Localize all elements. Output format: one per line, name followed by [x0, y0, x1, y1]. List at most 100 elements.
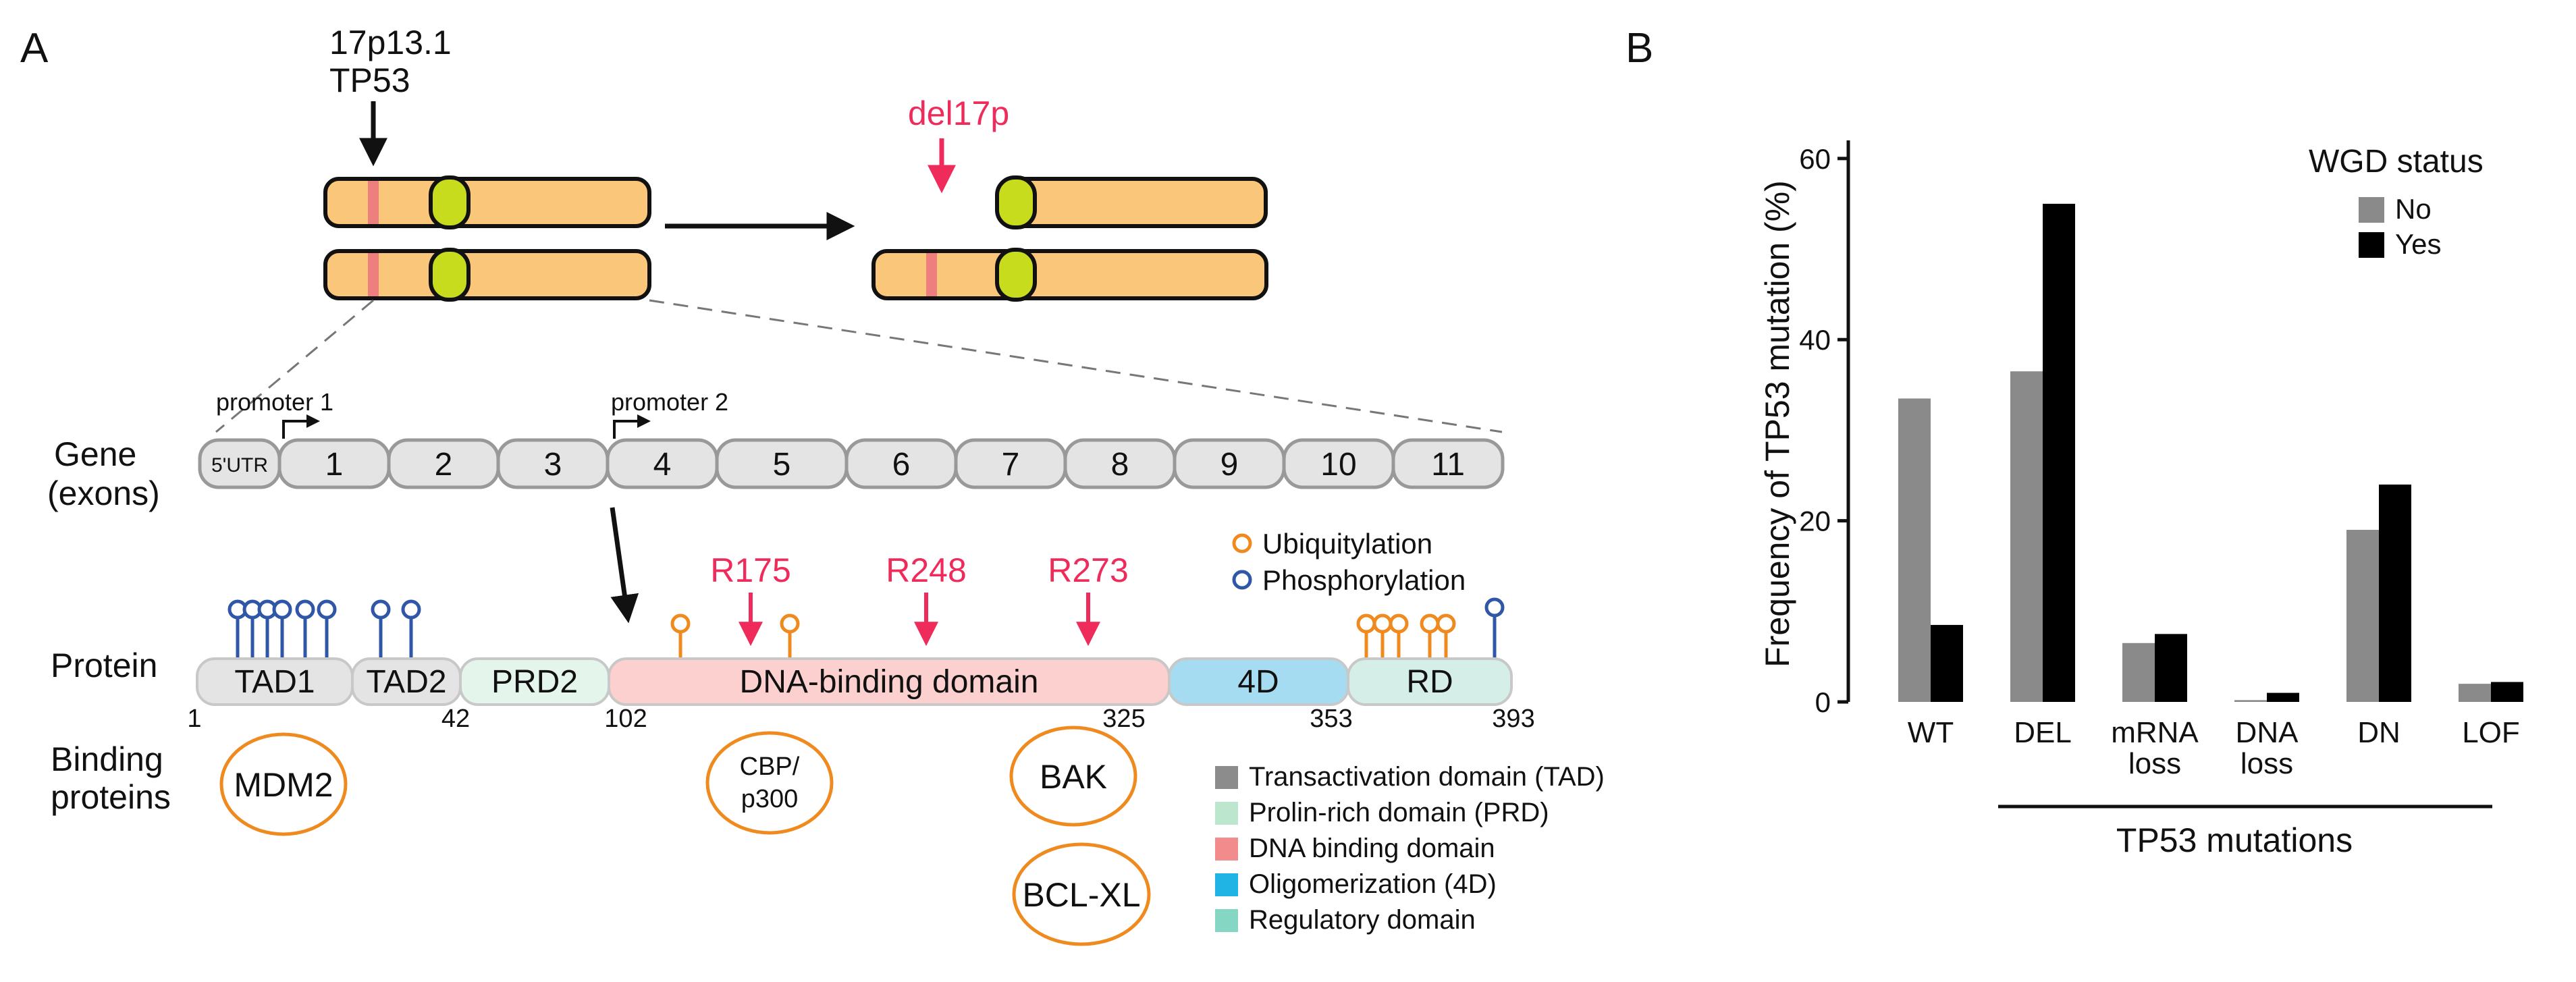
legend-swatch-prd: [1215, 802, 1238, 825]
binding-bak-label: BAK: [1040, 758, 1107, 796]
position-353: 353: [1310, 705, 1352, 733]
legend-label-yes: Yes: [2395, 228, 2442, 260]
chromosome-pair-del17p: [871, 175, 1268, 302]
bar-no-dn: [2346, 530, 2379, 702]
exon-11-label: 11: [1431, 447, 1465, 483]
centromere: [995, 248, 1037, 302]
binding-bclxl-label: BCL-XL: [1022, 876, 1140, 914]
exon-7-label: 7: [1002, 447, 1020, 483]
phosphorylation-legend-label: Phosphorylation: [1262, 564, 1466, 596]
locus-band: [368, 253, 379, 296]
position-325: 325: [1102, 705, 1145, 733]
binding-cbp-label-1: CBP/: [740, 753, 800, 781]
bar-yes-dn: [2379, 484, 2411, 702]
y-tick-label: 20: [1799, 506, 1831, 537]
ubiquitylation-site-icon: [1389, 613, 1409, 634]
legend-title: WGD status: [2309, 144, 2484, 180]
x-tick-label: mRNA: [2111, 716, 2199, 749]
domain-tad1-label: TAD1: [234, 664, 315, 700]
bar-no-lof: [2459, 684, 2491, 702]
legend-label-4d: Oligomerization (4D): [1249, 869, 1497, 899]
exon-6-label: 6: [892, 447, 911, 483]
bar-yes-del: [2043, 203, 2075, 702]
phosphorylation-site-icon: [295, 599, 315, 620]
centromere: [995, 175, 1037, 229]
legend-swatch-no: [2359, 197, 2384, 223]
legend-swatch-yes: [2359, 232, 2384, 258]
locus-band: [368, 181, 379, 224]
y-axis-label: Frequency of TP53 mutation (%): [1759, 180, 1796, 667]
y-ticks: 0 20 40 60: [1799, 143, 1848, 718]
legend-label-tad: Transactivation domain (TAD): [1249, 762, 1605, 792]
centromere: [429, 175, 471, 229]
hotspot-r273-label: R273: [1048, 551, 1129, 589]
bar-no-dna-loss: [2234, 700, 2267, 702]
locus-band: [926, 253, 937, 296]
phosphorylation-legend-icon: [1232, 570, 1252, 590]
y-tick-label: 60: [1799, 143, 1831, 175]
panel-b: B Frequency of TP53 mutation (%) 0 20 40 60…: [1626, 25, 2523, 859]
chromosome-deleted: [1004, 177, 1268, 228]
bar-no-mrna-loss: [2122, 643, 2155, 702]
hotspot-r248-label: R248: [886, 551, 967, 589]
bars: [1898, 203, 2523, 702]
ubiquitylation-sites: [670, 613, 1456, 660]
phosphorylation-site-icon: [272, 599, 292, 620]
domain-dna-binding-label: DNA-binding domain: [740, 664, 1039, 700]
position-393: 393: [1492, 705, 1534, 733]
x-tick-label: LOF: [2462, 716, 2520, 749]
exon-track: 5'UTR 1 2 3 4 5 6 7 8 9 10 11: [198, 438, 1505, 489]
centromere: [429, 248, 471, 302]
x-tick-label: loss: [2240, 747, 2293, 780]
phosphorylation-sites: [227, 597, 1505, 660]
y-tick-label: 0: [1815, 686, 1831, 718]
domain-legend: Transactivation domain (TAD) Prolin-rich…: [1215, 762, 1605, 935]
bar-no-wt: [1898, 398, 1931, 702]
phosphorylation-site-icon: [401, 599, 421, 620]
panel-a-letter: A: [20, 25, 49, 72]
exon-4-label: 4: [653, 447, 672, 483]
ubiquitylation-site-icon: [1356, 613, 1376, 634]
panel-b-letter: B: [1626, 25, 1653, 72]
protein-domains: TAD1 TAD2 PRD2 DNA-binding domain 4D RD: [196, 657, 1513, 706]
exon-3-label: 3: [544, 447, 562, 483]
legend-swatch-4d: [1215, 873, 1238, 896]
binding-label-sub: proteins: [51, 778, 171, 816]
panel-a: A 17p13.1 TP53 del17p: [20, 24, 1605, 946]
ubiquitylation-site-icon: [670, 613, 691, 634]
gene-label: Gene: [54, 435, 136, 473]
binding-label: Binding: [51, 740, 163, 778]
bar-yes-wt: [1931, 624, 1963, 702]
phosphorylation-site-icon: [371, 599, 391, 620]
y-tick-label: 40: [1799, 324, 1831, 356]
exon-10-label: 10: [1320, 447, 1356, 483]
exon-5utr-label: 5'UTR: [211, 454, 268, 476]
hotspot-r175-label: R175: [710, 551, 791, 589]
x-tick-label: DN: [2357, 716, 2400, 749]
domain-tad2-label: TAD2: [366, 664, 446, 700]
locus-gene-label: TP53: [329, 61, 410, 99]
binding-bclxl-oval: [1012, 842, 1151, 946]
promoter-1-label: promoter 1: [216, 388, 333, 416]
ubiquitylation-site-icon: [780, 613, 800, 634]
legend-swatch-tad: [1215, 766, 1238, 789]
exon-5-label: 5: [773, 447, 791, 483]
domain-rd: [1347, 657, 1513, 706]
x-tick-label: DEL: [2014, 716, 2072, 749]
legend-swatch-dbd: [1215, 838, 1238, 861]
binding-mdm2-label: MDM2: [234, 766, 333, 804]
domain-rd-label: RD: [1406, 664, 1453, 700]
ubiquitylation-legend-label: Ubiquitylation: [1262, 528, 1432, 560]
bar-no-del: [2010, 371, 2043, 702]
legend-swatch-rd: [1215, 909, 1238, 932]
phosphorylation-site-icon: [317, 599, 337, 620]
chromosome-top: [323, 177, 651, 228]
bar-yes-mrna-loss: [2155, 634, 2187, 702]
del17p-label: del17p: [908, 94, 1009, 132]
promoter-1-arrow: [282, 414, 320, 439]
exon-2-label: 2: [435, 447, 453, 483]
chromosome-intact: [871, 249, 1268, 300]
chromosome-pair-normal: [323, 175, 651, 302]
exon-1-label: 1: [325, 447, 344, 483]
